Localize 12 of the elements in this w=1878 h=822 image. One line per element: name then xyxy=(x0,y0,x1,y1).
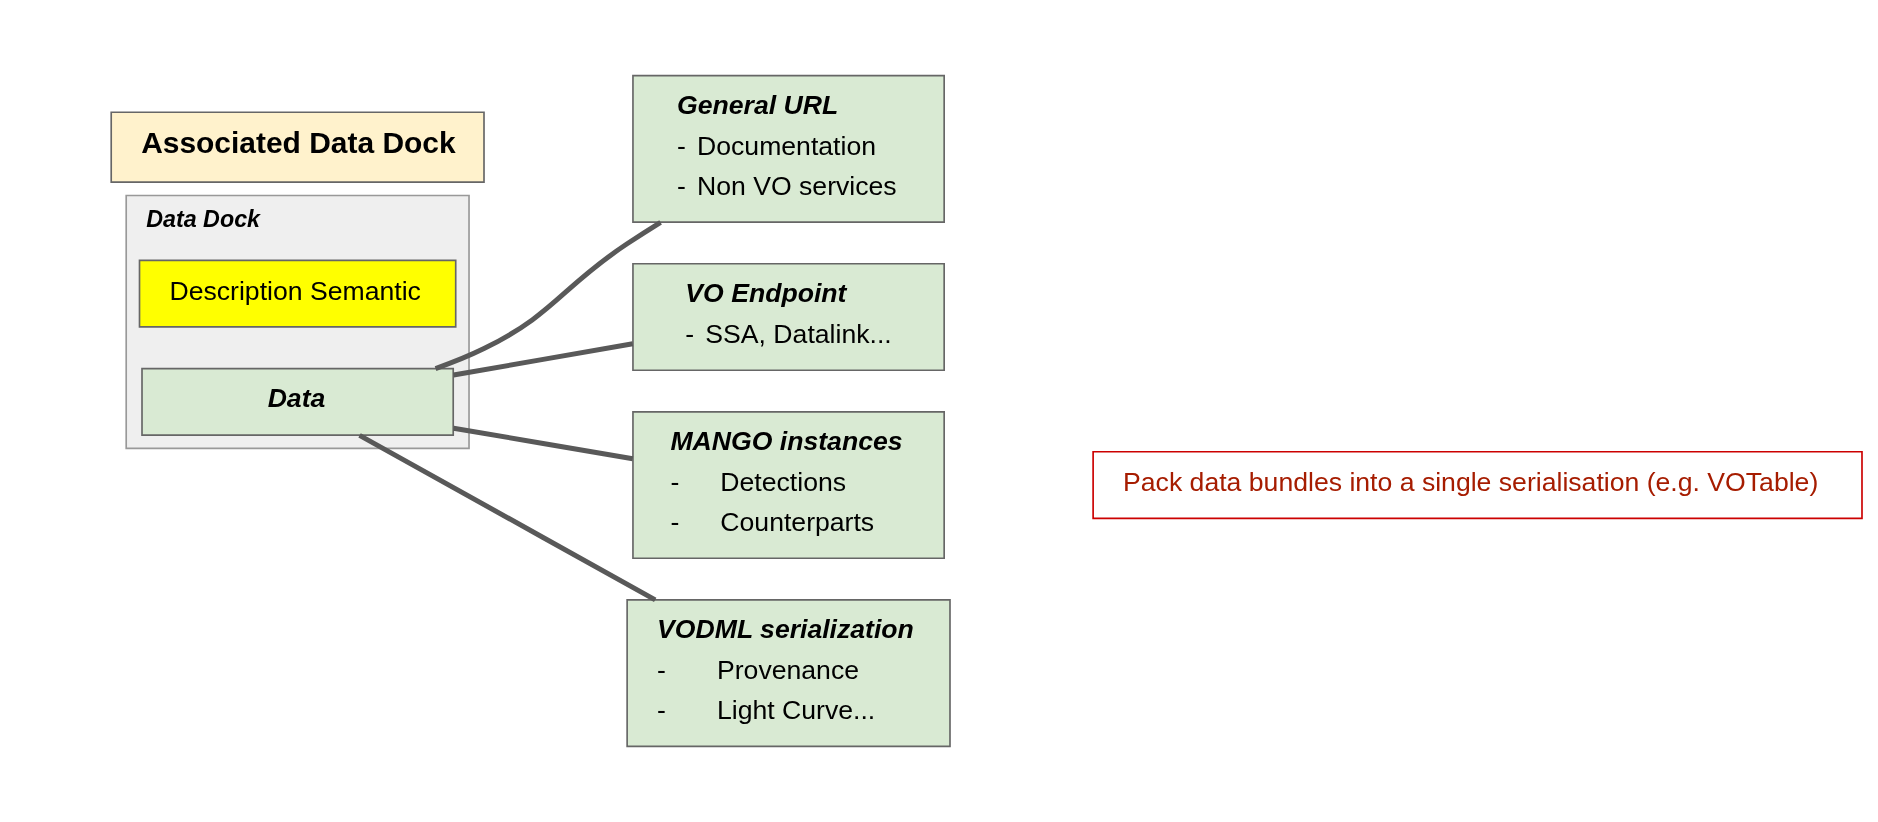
node-box: Associated Data Dock xyxy=(110,111,485,183)
node-box: MANGO instances - Detections - Counterparts xyxy=(632,411,945,560)
connector xyxy=(358,433,657,603)
node-box: Pack data bundles into a single serialisation (e.g. VOTable) xyxy=(1092,450,1863,520)
node-box: Data xyxy=(141,367,455,436)
connector xyxy=(453,341,634,378)
node-box: General URL - Documentation - Non VO services xyxy=(632,74,945,223)
connector xyxy=(434,220,662,371)
node-box: VO Endpoint - SSA, Datalink... xyxy=(632,262,945,372)
node-box: VODML serialization - Provenance - Light Curve... xyxy=(626,599,951,748)
node-box: Description Semantic xyxy=(138,259,457,328)
connector xyxy=(453,425,634,462)
